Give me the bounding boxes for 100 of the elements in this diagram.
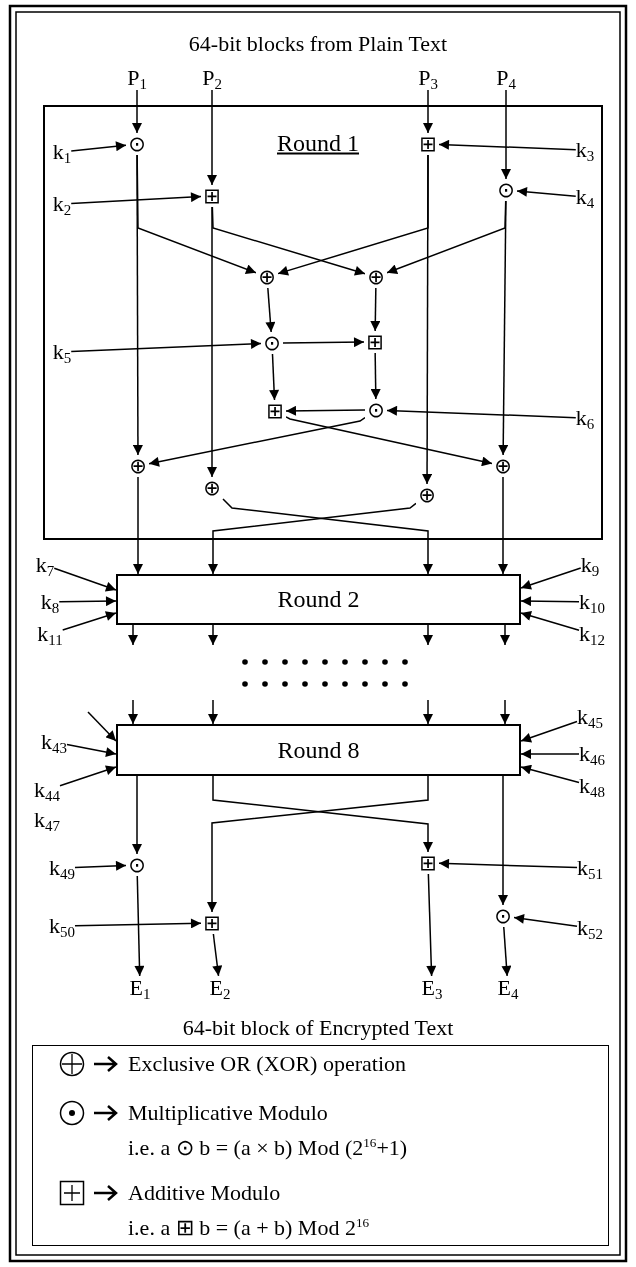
key-label: k$_{7}$ — [35, 552, 55, 578]
arrow — [265, 287, 276, 333]
arrow — [70, 338, 262, 353]
key-label: k$_{9}$ — [580, 552, 600, 578]
arrow — [148, 416, 366, 467]
key-label: k$_{51}$ — [577, 855, 603, 881]
diagram-caption: 64-bit block of Encrypted Text — [182, 1015, 454, 1041]
arrow — [501, 89, 511, 180]
arrow — [66, 743, 117, 757]
arrow — [285, 416, 493, 467]
arrow — [513, 913, 578, 927]
arrow — [498, 200, 509, 456]
key-label: k$_{49}$ — [49, 855, 75, 881]
round-label: Round 8 — [277, 736, 360, 764]
arrow — [132, 154, 143, 456]
arrow — [208, 502, 417, 575]
arrow — [58, 596, 117, 607]
key-label: k$_{44}$ — [34, 777, 60, 803]
input-label: P$_{3}$ — [418, 65, 438, 91]
legend-text: Additive Modulo — [128, 1180, 281, 1206]
key-label: k$_{5}$ — [52, 339, 72, 365]
key-label: k$_{3}$ — [575, 137, 595, 163]
arrow — [212, 933, 223, 977]
arrow — [74, 860, 127, 871]
key-label: k$_{47}$ — [34, 807, 60, 833]
arrow — [207, 206, 217, 478]
arrow — [207, 89, 217, 186]
arrow — [207, 775, 429, 913]
output-label: E$_{3}$ — [421, 975, 443, 1001]
arrow — [423, 89, 433, 134]
input-label: P$_{1}$ — [127, 65, 147, 91]
diagram-title: 64-bit blocks from Plain Text — [188, 31, 448, 57]
output-label: E$_{2}$ — [209, 975, 231, 1001]
arrow — [423, 624, 433, 646]
arrow — [438, 858, 578, 869]
arrow — [423, 699, 433, 725]
round-box — [116, 574, 521, 625]
arrow — [134, 875, 145, 977]
formula-text: i.e. a ⊙ b = (a × b) Mod (2$^{16}$+1) — [128, 1135, 408, 1161]
input-label: P$_{2}$ — [202, 65, 222, 91]
key-label: k$_{12}$ — [579, 621, 605, 647]
arrow — [70, 141, 127, 152]
round-label: Round 2 — [277, 586, 360, 613]
legend-text: Multiplicative Modulo — [128, 1100, 328, 1126]
legend-text: Exclusive OR (XOR) operation — [128, 1051, 406, 1077]
output-label: E$_{1}$ — [129, 975, 151, 1001]
arrow — [208, 699, 218, 725]
arrow — [70, 192, 202, 205]
key-label: k$_{8}$ — [40, 589, 60, 615]
arrow — [269, 353, 280, 401]
arrow — [128, 699, 138, 725]
arrow — [426, 873, 437, 977]
key-label: k$_{52}$ — [577, 915, 603, 941]
arrow — [500, 699, 510, 725]
arrow — [370, 352, 381, 400]
key-label: k$_{46}$ — [579, 741, 605, 767]
key-label: k$_{4}$ — [575, 184, 595, 210]
key-label: k$_{10}$ — [579, 589, 605, 615]
arrow — [222, 498, 433, 575]
key-label: k$_{2}$ — [52, 191, 72, 217]
arrow — [520, 567, 582, 590]
arrow — [87, 711, 117, 742]
arrow — [516, 186, 577, 197]
key-label: k$_{1}$ — [52, 139, 72, 165]
arrow — [282, 337, 365, 348]
arrow — [500, 624, 510, 646]
arrow — [285, 405, 366, 416]
output-label: E$_{4}$ — [497, 975, 519, 1001]
arrow — [132, 775, 142, 855]
key-label: k$_{43}$ — [41, 729, 67, 755]
arrow — [520, 720, 578, 743]
round-title: Round 1 — [277, 129, 359, 157]
arrow — [520, 749, 580, 759]
arrow — [59, 765, 117, 787]
key-label: k$_{48}$ — [579, 773, 605, 799]
arrow — [501, 926, 512, 977]
input-label: P$_{4}$ — [496, 65, 516, 91]
arrow — [74, 918, 202, 929]
key-label: k$_{45}$ — [577, 704, 603, 730]
arrow — [128, 624, 138, 646]
round-box — [116, 724, 521, 776]
arrow — [520, 611, 580, 631]
arrow — [498, 476, 508, 575]
arrow — [386, 405, 577, 419]
arrow — [370, 287, 381, 332]
key-label: k$_{50}$ — [49, 913, 75, 939]
formula-text: i.e. a ⊞ b = (a + b) Mod 2$^{16}$ — [128, 1215, 370, 1241]
arrow — [520, 596, 580, 607]
arrow — [53, 567, 117, 592]
arrow — [438, 139, 577, 151]
arrow — [422, 154, 433, 485]
arrow — [212, 775, 433, 853]
arrow — [61, 611, 117, 631]
key-label: k$_{11}$ — [37, 621, 63, 647]
arrow — [208, 624, 218, 646]
arrow — [133, 476, 143, 575]
arrow — [520, 764, 580, 784]
arrow — [132, 89, 142, 134]
key-label: k$_{6}$ — [575, 405, 595, 431]
arrow — [498, 775, 508, 906]
